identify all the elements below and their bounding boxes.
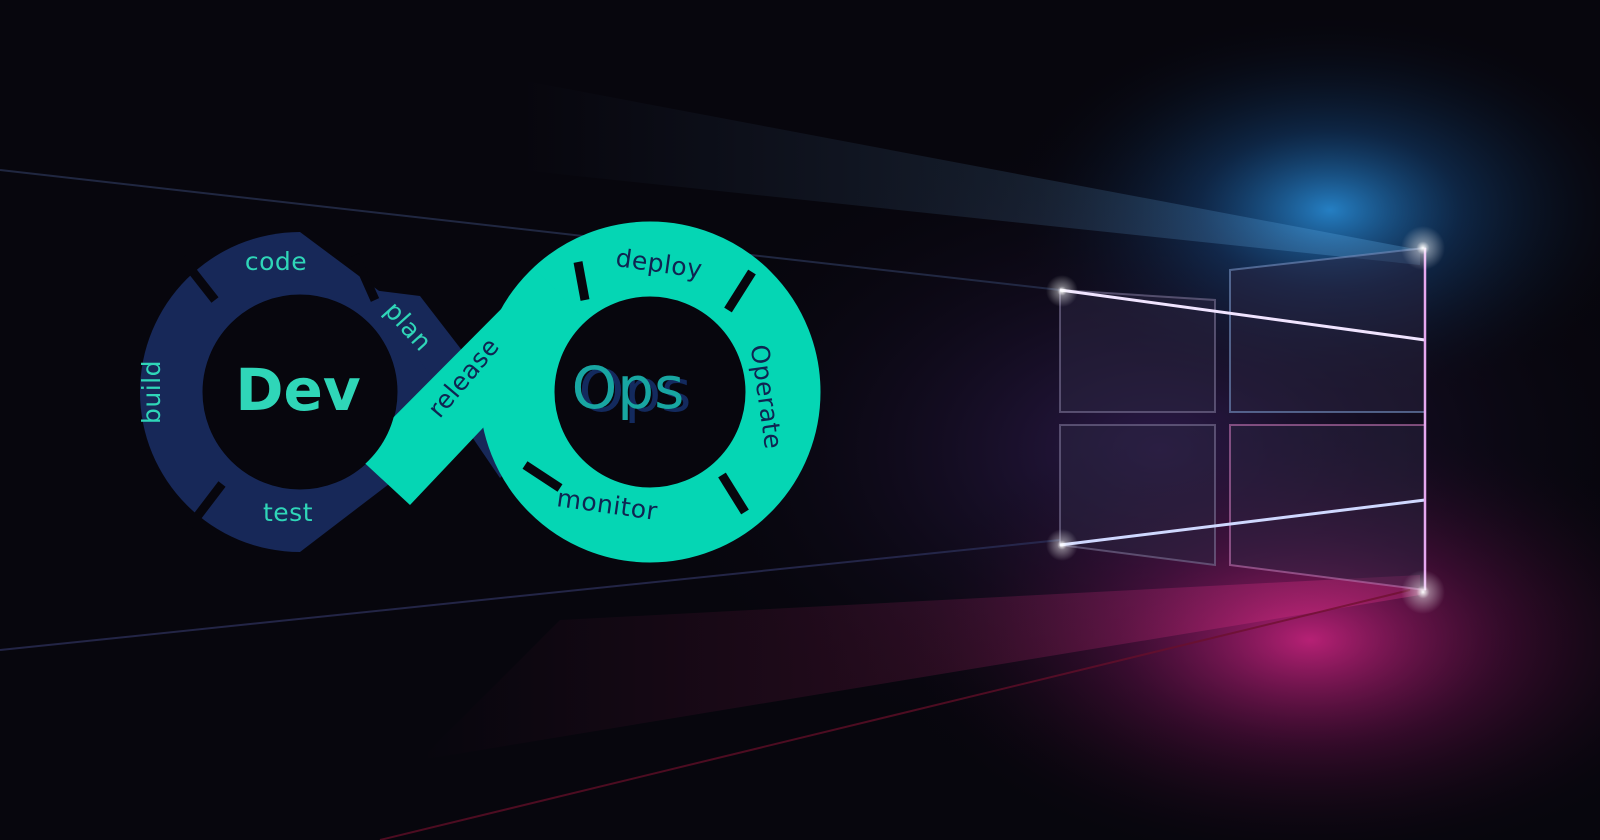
dev-center (203, 295, 397, 489)
stage-build: build (137, 360, 166, 424)
ops-label: Ops (572, 354, 685, 422)
release-arm (356, 272, 585, 505)
devops-infinity-diagram: Dev Ops Ops code plan build test release… (137, 221, 821, 563)
bottom-light-beam (420, 575, 1420, 760)
top-light-beam (520, 80, 1420, 265)
ops-loop (479, 221, 821, 563)
dev-label: Dev (235, 356, 360, 424)
stage-test: test (263, 498, 313, 527)
perspective-line (0, 539, 1061, 651)
ops-center (555, 297, 745, 487)
ops-label-shadow: Ops (579, 357, 692, 425)
perspective-line (0, 169, 1061, 291)
stage-code: code (245, 247, 307, 276)
windows-logo-icon (1046, 226, 1445, 614)
perspective-line (379, 589, 1411, 840)
